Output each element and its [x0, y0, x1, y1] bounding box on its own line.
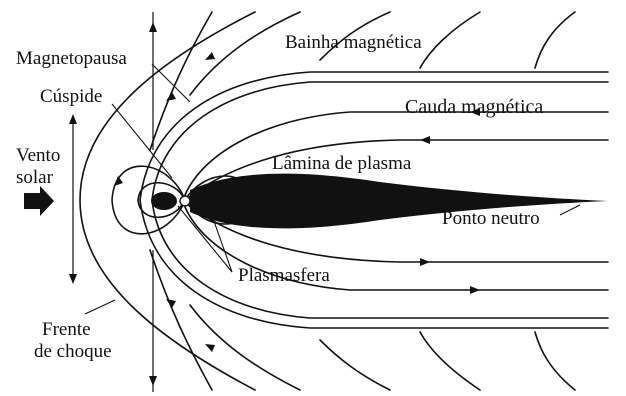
- vref-arrow-bottom: [149, 376, 157, 386]
- label-solar-wind-1: Vento: [16, 145, 60, 166]
- label-solar-wind-2: solar: [16, 167, 54, 188]
- sheath-line-8: [320, 340, 390, 390]
- sheath-line-1: [150, 12, 212, 150]
- label-neutral-point: Ponto neutro: [442, 208, 540, 229]
- arrow-tail-3: [470, 286, 480, 294]
- axis-arrow-up: [69, 114, 77, 124]
- sheath-line-9: [420, 332, 480, 390]
- label-plasma-sheet: Lâmina de plasma: [272, 153, 412, 174]
- arrow-dipole-left: [114, 176, 123, 186]
- vref-arrow-top: [149, 22, 157, 32]
- sheath-line-7: [190, 305, 300, 390]
- label-magnetopause: Magnetopausa: [16, 48, 127, 69]
- sheath-line-10: [535, 332, 575, 390]
- arrow-sheath-4: [205, 344, 215, 352]
- sheath-line-5: [535, 12, 575, 68]
- arrow-tail-2: [420, 136, 430, 144]
- label-magnetosheath: Bainha magnética: [285, 32, 422, 53]
- axis-arrow-down: [69, 274, 77, 284]
- label-plasmasphere: Plasmasfera: [238, 265, 330, 286]
- label-cusp: Cúspide: [40, 86, 102, 107]
- label-bow-shock-1: Frente: [42, 319, 91, 340]
- label-magnetotail: Cauda magnética: [405, 96, 543, 118]
- sheath-line-4: [420, 12, 480, 68]
- pointer-bow-shock: [85, 300, 115, 314]
- arrow-tail-4: [420, 258, 430, 266]
- sheath-line-2: [190, 12, 300, 95]
- label-bow-shock-2: de choque: [34, 341, 112, 362]
- plasmasphere-right: [189, 191, 221, 211]
- pointer-neutral-point: [560, 205, 580, 215]
- plasma-sheet: [190, 174, 608, 229]
- solar-wind-arrow-icon: [24, 186, 54, 216]
- earth: [180, 196, 190, 206]
- arrow-sheath-2: [205, 52, 215, 60]
- plasmasphere-left: [151, 192, 177, 210]
